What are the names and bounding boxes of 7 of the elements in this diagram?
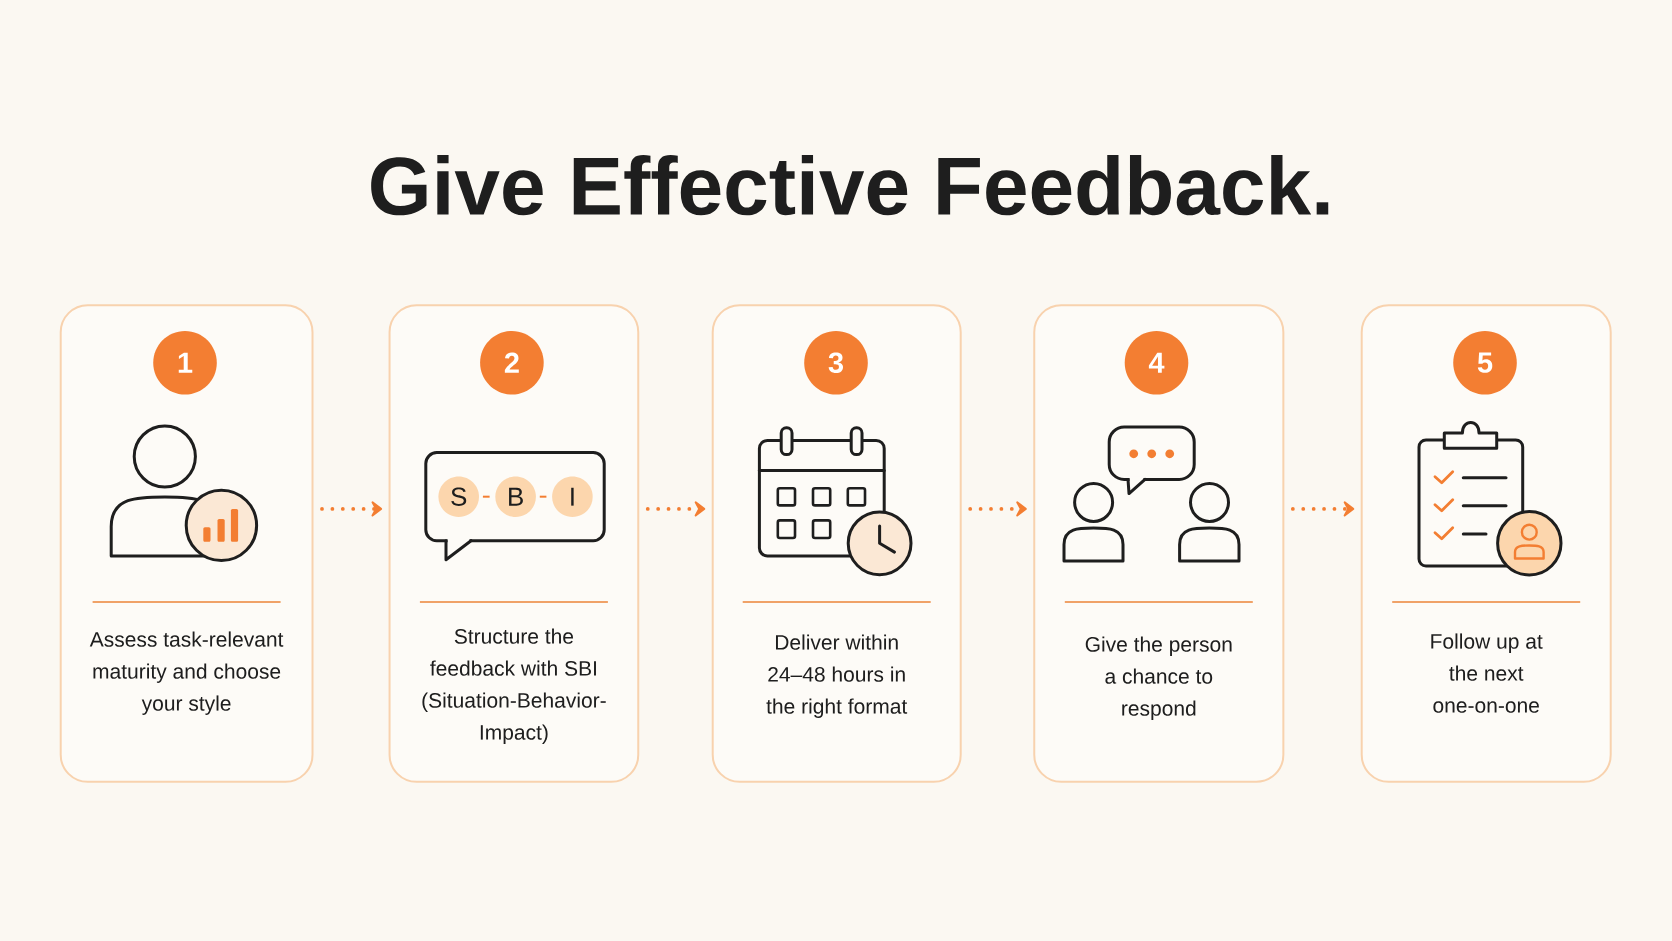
dotted-arrow — [968, 501, 1027, 517]
dotted-arrow — [320, 501, 383, 517]
title: Give Effective Feedback. — [371, 155, 1329, 216]
dotted-arrow — [645, 501, 706, 517]
dotted-arrow — [1290, 501, 1355, 517]
connector-line — [481, 495, 491, 498]
connector-line — [538, 495, 548, 498]
